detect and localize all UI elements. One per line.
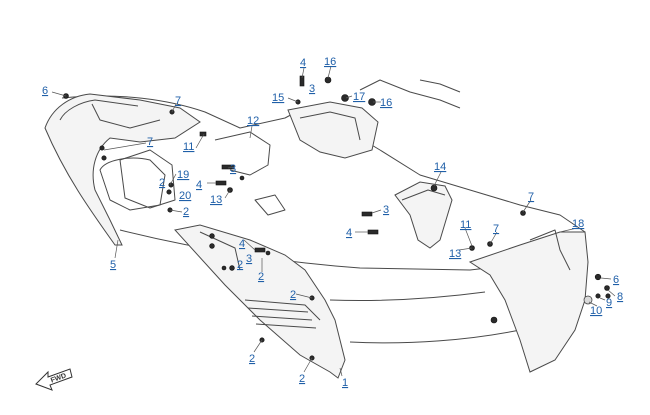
callout-19[interactable]: 19 (177, 169, 189, 181)
left-front-panel (44, 93, 201, 246)
callout-4[interactable]: 4 (300, 57, 306, 69)
callout-2[interactable]: 2 (258, 271, 264, 283)
callout-3[interactable]: 3 (230, 163, 236, 175)
callout-4[interactable]: 4 (239, 238, 245, 250)
callout-12[interactable]: 12 (247, 115, 259, 127)
callout-2[interactable]: 2 (159, 177, 165, 189)
right-inner-bracket (394, 181, 453, 249)
callout-2[interactable]: 2 (299, 373, 305, 385)
callout-10[interactable]: 10 (590, 305, 602, 317)
callout-3[interactable]: 3 (309, 83, 315, 95)
callout-15[interactable]: 15 (272, 92, 284, 104)
lower-side-panel (174, 224, 346, 379)
right-rear-panel (468, 229, 589, 373)
center-left-bracket (214, 131, 286, 216)
callout-11[interactable]: 11 (183, 141, 194, 153)
callout-1[interactable]: 1 (342, 377, 348, 389)
callout-2[interactable]: 2 (183, 206, 189, 218)
leader-lines (51, 65, 616, 377)
inner-bracket-19 (119, 149, 176, 209)
callout-7[interactable]: 7 (493, 223, 499, 235)
callout-3[interactable]: 3 (383, 204, 389, 216)
callout-8[interactable]: 8 (617, 291, 623, 303)
callout-16[interactable]: 16 (324, 56, 336, 68)
callout-3[interactable]: 3 (246, 253, 252, 265)
callout-7[interactable]: 7 (175, 95, 181, 107)
callout-2[interactable]: 2 (290, 289, 296, 301)
callout-18[interactable]: 18 (572, 218, 584, 230)
fasteners (63, 75, 611, 361)
callout-7[interactable]: 7 (147, 136, 153, 148)
callout-20[interactable]: 20 (179, 190, 191, 202)
callout-6[interactable]: 6 (42, 85, 48, 97)
callout-14[interactable]: 14 (434, 161, 446, 173)
callout-5[interactable]: 5 (110, 259, 116, 271)
callout-2[interactable]: 2 (249, 353, 255, 365)
callout-4[interactable]: 4 (346, 227, 352, 239)
callout-16[interactable]: 16 (380, 97, 392, 109)
fwd-label: FWD (50, 372, 67, 384)
callout-2[interactable]: 2 (237, 259, 243, 271)
callout-6[interactable]: 6 (613, 274, 619, 286)
callout-17[interactable]: 17 (353, 91, 365, 103)
center-bracket (287, 79, 461, 159)
callout-13[interactable]: 13 (210, 194, 222, 206)
callout-13[interactable]: 13 (449, 248, 461, 260)
callout-4[interactable]: 4 (196, 179, 202, 191)
callout-7[interactable]: 7 (528, 191, 534, 203)
callout-labels: 1 2 2 2 2 2 2 2 3 3 3 3 4 4 4 4 5 6 6 7 … (42, 56, 623, 389)
callout-9[interactable]: 9 (606, 297, 612, 309)
forward-direction-arrow: FWD (35, 368, 73, 391)
callout-11[interactable]: 11 (460, 219, 471, 231)
